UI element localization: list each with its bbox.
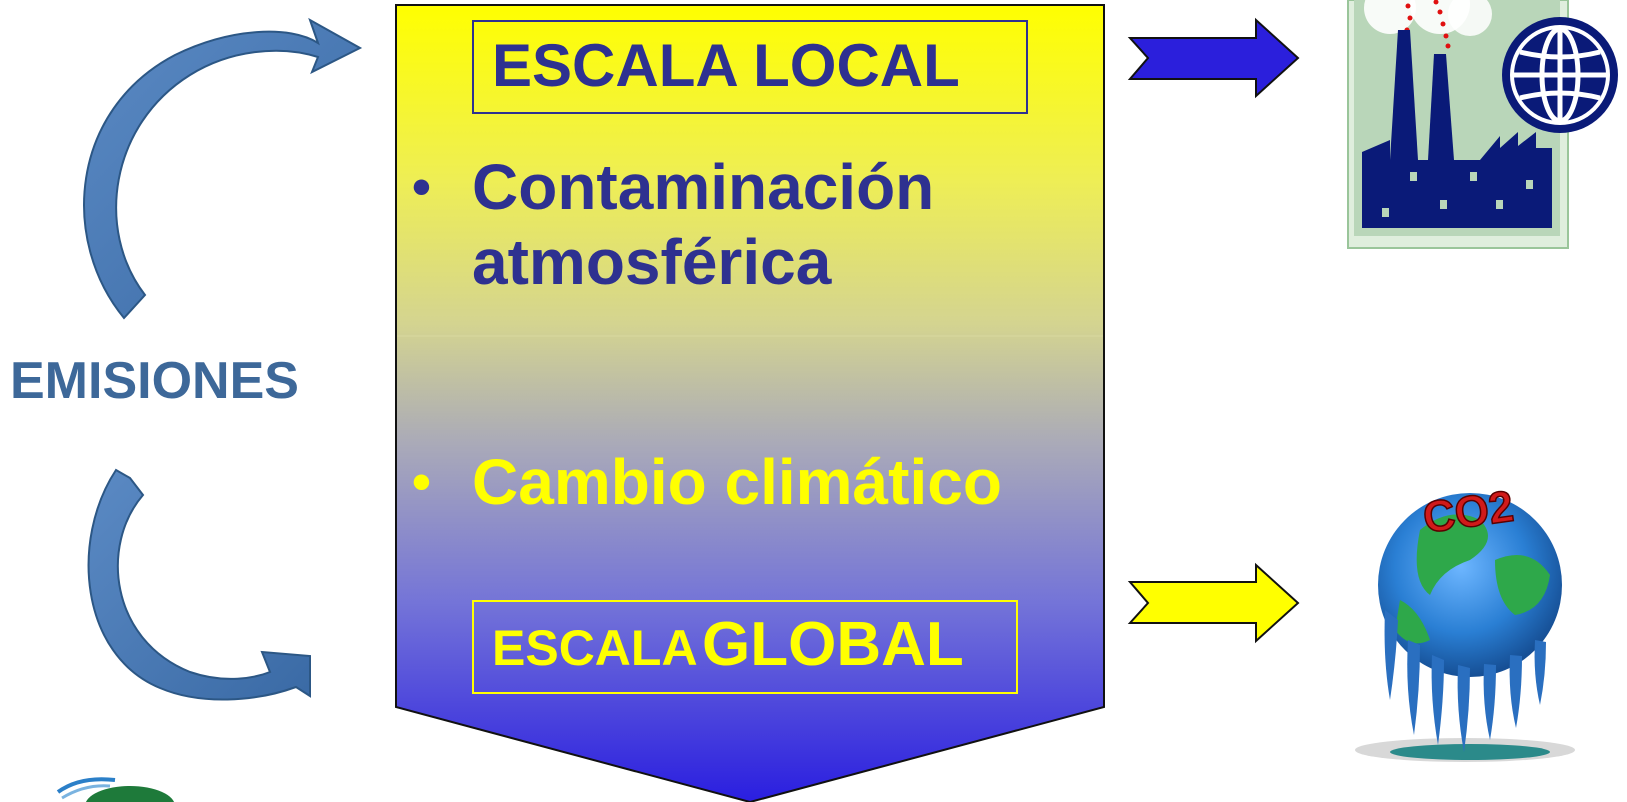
globe-icon xyxy=(1502,17,1618,133)
global-title-escala: ESCALA xyxy=(492,620,698,676)
local-scale-title: ESCALA LOCAL xyxy=(492,32,960,99)
melting-earth-co2-icon: CO2 xyxy=(1348,455,1580,765)
factory-globe-icon xyxy=(1347,0,1618,249)
bullet-contaminacion-line1: Contaminación xyxy=(472,151,935,223)
bullet-dot-1: • xyxy=(412,157,431,217)
curved-arrow-down-icon xyxy=(87,468,311,701)
emisiones-label: EMISIONES xyxy=(10,352,299,410)
arrow-right-blue-icon xyxy=(1127,17,1300,99)
bullet-cambio-climatico: Cambio climático xyxy=(472,446,1002,518)
global-scale-title: ESCALA GLOBAL xyxy=(492,614,964,676)
scale-panel xyxy=(395,4,1105,802)
bullet-dot-2: • xyxy=(412,452,431,512)
global-title-global: GLOBAL xyxy=(702,610,964,679)
arrow-right-yellow-icon xyxy=(1127,562,1300,644)
local-scale-box xyxy=(472,20,1028,114)
bullet-contaminacion-line2: atmosférica xyxy=(472,226,832,298)
curved-arrow-up-icon xyxy=(83,17,363,320)
logo-icon xyxy=(56,777,175,802)
global-scale-box xyxy=(472,600,1018,694)
